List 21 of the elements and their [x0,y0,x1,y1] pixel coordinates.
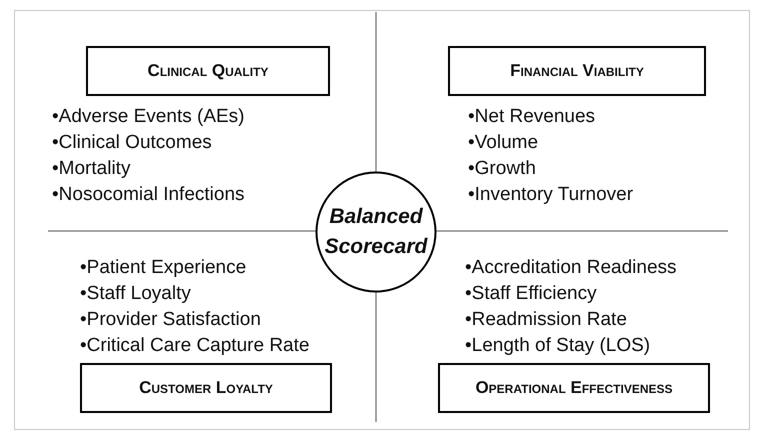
list-item: •Staff Efficiency [465,283,597,305]
list-item: •Accreditation Readiness [465,257,677,279]
list-item: •Nosocomial Infections [52,184,245,206]
list-item: •Provider Satisfaction [80,309,261,331]
heading-box: Financial Viability [448,46,706,96]
list-item: •Mortality [52,158,130,180]
list-item: •Inventory Turnover [468,184,634,206]
list-item: •Volume [468,132,538,154]
heading-box: Clinical Quality [86,46,330,96]
circle-title: Balanced Scorecard [324,204,429,260]
heading-box: Operational Effectiveness [438,363,710,413]
list-item: •Adverse Events (AEs) [52,106,244,128]
list-item: •Net Revenues [468,106,596,128]
list-item: •Patient Experience [80,257,246,279]
list-item: •Critical Care Capture Rate [80,335,310,357]
list-item: •Readmission Rate [465,309,627,331]
list-item: •Growth [468,158,536,180]
list-item: •Clinical Outcomes [52,132,212,154]
heading-box: Customer Loyalty [80,363,332,413]
list-item: •Staff Loyalty [80,283,191,305]
list-item: •Length of Stay (LOS) [465,335,650,357]
